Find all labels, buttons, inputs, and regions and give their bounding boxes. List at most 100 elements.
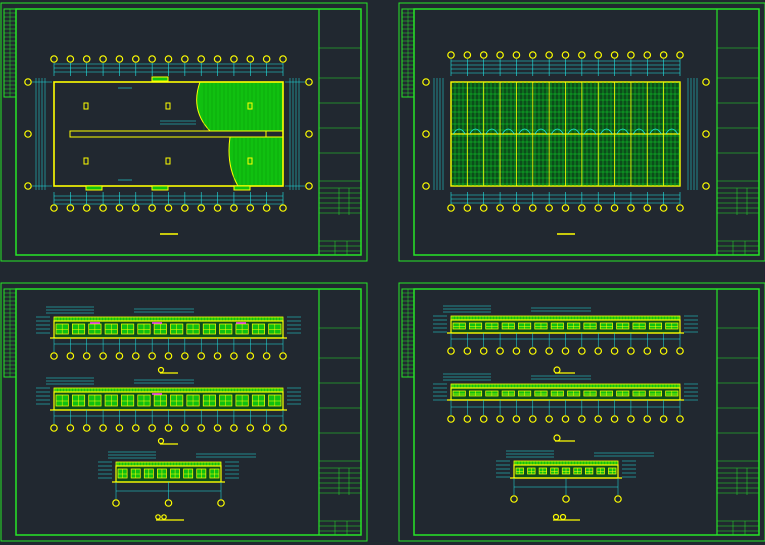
axis-bubble — [643, 51, 652, 59]
roof-annotation-lines — [134, 308, 194, 313]
axis-bubble — [545, 51, 553, 59]
axis-bubble — [627, 347, 635, 355]
column-marker — [247, 102, 253, 110]
axis-bubble — [528, 51, 537, 59]
axis-bubble — [164, 352, 173, 360]
axis-bubble — [496, 347, 504, 355]
axis-bubble — [230, 424, 238, 432]
axis-bubble — [230, 352, 238, 360]
axis-bubble — [479, 347, 488, 355]
title-block — [716, 289, 759, 535]
axis-bubble — [24, 130, 32, 138]
axis-bubble — [164, 424, 173, 432]
axis-bubble — [447, 204, 455, 212]
elevation-label-mark — [155, 514, 161, 520]
axis-bubble — [659, 204, 668, 212]
axis-bubble — [528, 204, 537, 212]
skylight-arc — [583, 128, 597, 135]
sheet-2-frame — [398, 2, 765, 262]
axis-bubble — [213, 424, 222, 432]
section-3-3 — [496, 450, 654, 503]
axis-bubble — [66, 424, 75, 432]
axis-bubble — [66, 352, 75, 360]
axis-bubble — [578, 415, 586, 423]
facade-wall — [450, 387, 681, 401]
axis-bubble — [148, 204, 156, 212]
axis-bubble — [82, 352, 91, 360]
elevation-label-mark — [161, 514, 167, 520]
section-label-mark — [552, 513, 560, 521]
binding-strip — [3, 8, 17, 98]
axis-bubble — [643, 347, 652, 355]
axis-bubble — [213, 204, 222, 212]
title-block — [716, 9, 759, 255]
parapet — [513, 460, 619, 466]
axis-bubble — [702, 78, 710, 86]
axis-bubble — [230, 204, 238, 212]
axis-bubble — [676, 204, 684, 212]
axis-bubble — [305, 78, 313, 86]
side-elevation — [98, 451, 256, 507]
entrance-north — [151, 76, 169, 82]
axis-bubble — [197, 424, 206, 432]
parapet — [450, 383, 681, 389]
axis-bubble — [512, 204, 521, 212]
axis-bubble — [230, 55, 238, 63]
sheet-outer-border — [0, 2, 368, 262]
entrance-south-west — [85, 185, 103, 191]
axis-bubble — [246, 55, 255, 63]
axis-bubble — [115, 424, 124, 432]
bottom-axis-bubbles — [447, 192, 684, 212]
parapet — [53, 316, 284, 322]
axis-bubble — [610, 415, 619, 423]
sheet-4-frame — [398, 282, 765, 542]
axis-bubble — [24, 78, 32, 86]
title-block — [318, 289, 361, 535]
axis-bubble — [66, 55, 75, 63]
axis-bubble — [50, 352, 58, 360]
axis-bubble — [82, 204, 91, 212]
skylight-arc — [632, 128, 646, 135]
axis-bubble — [197, 204, 206, 212]
axis-bubble — [422, 182, 430, 190]
axis-bubble — [510, 495, 518, 503]
roof-plan — [422, 51, 710, 235]
axis-bubble — [447, 347, 455, 355]
axis-bubble — [643, 204, 652, 212]
axis-bubble — [463, 415, 472, 423]
column-marker — [83, 102, 89, 110]
axis-bubble — [545, 415, 553, 423]
axis-bubble — [496, 415, 504, 423]
skylight-arc — [469, 128, 482, 135]
floor-plan — [24, 55, 313, 235]
axis-bubble — [164, 204, 173, 212]
axis-bubble — [422, 78, 430, 86]
axis-bubble — [676, 347, 684, 355]
axis-bubble — [594, 415, 603, 423]
axis-bubble — [115, 55, 124, 63]
roof-annotation-lines — [506, 450, 554, 458]
axis-bubble — [422, 130, 430, 138]
section-label-mark — [553, 366, 561, 374]
axis-bubble — [246, 424, 255, 432]
parapet — [115, 461, 222, 467]
axis-bubble — [262, 204, 271, 212]
facade-wall — [450, 319, 681, 334]
top-dimension-lines — [54, 63, 283, 73]
rear-elevation — [36, 377, 301, 432]
axis-bubble — [82, 424, 91, 432]
axis-bubble — [479, 51, 488, 59]
window-row — [117, 468, 220, 479]
elevation-label-mark — [157, 366, 165, 374]
axis-bubble — [594, 204, 603, 212]
binding-strip — [401, 288, 415, 378]
entrance-south — [151, 185, 169, 191]
axis-bubble — [305, 182, 313, 190]
axis-bubble — [112, 499, 120, 507]
window-row — [452, 322, 679, 330]
axis-bubble — [131, 352, 140, 360]
elevations-sheet-b — [433, 305, 698, 521]
axis-bubble — [213, 352, 222, 360]
axis-bubble — [643, 415, 652, 423]
